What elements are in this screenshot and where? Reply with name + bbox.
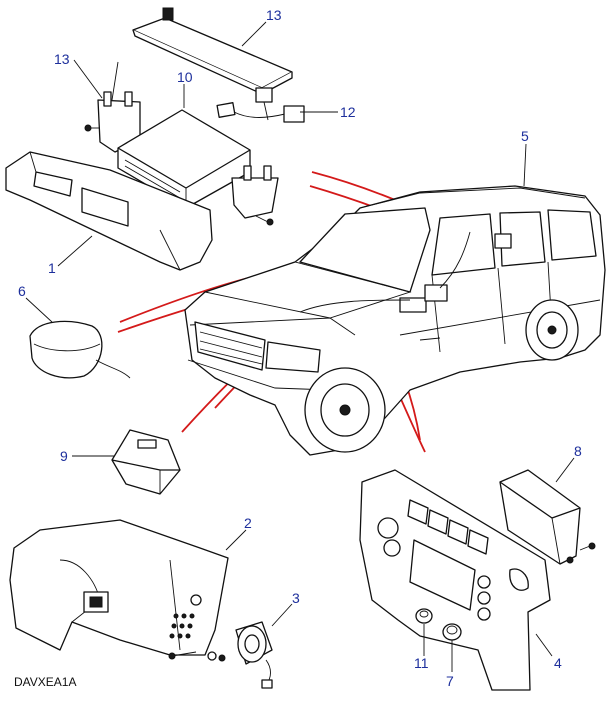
part-3-speaker [235,621,273,689]
part-6-antenna [29,320,131,379]
drawing-code: DAVXEA1A [14,675,76,689]
module-right-bracket [231,165,279,226]
leader-lines [25,21,575,672]
callout-12: 12 [340,104,356,120]
part-10-module [117,109,251,209]
callouts: 13 13 10 12 5 1 6 9 2 3 8 4 7 11 [18,7,582,689]
callout-11: 11 [414,655,429,671]
part-12-connector-harness [216,87,305,123]
callout-6: 6 [18,283,26,299]
part-7-knob [442,623,462,641]
callout-7: 7 [446,673,454,689]
part-8-module-box [499,469,596,565]
callout-8: 8 [574,443,582,459]
callout-10: 10 [177,69,193,85]
part-1-housing [5,151,213,271]
callout-13-top: 13 [266,7,282,23]
callout-13-left: 13 [54,51,70,67]
callout-2: 2 [244,515,252,531]
part-11-knob [415,608,433,624]
part-4-fascia-panel [359,469,551,691]
vehicle-illustration [184,185,606,456]
callout-9: 9 [60,448,68,464]
callout-5: 5 [521,128,529,144]
part-9-small-module [111,429,181,495]
part-13-left-bracket [84,61,141,153]
callout-4: 4 [554,655,562,671]
callout-1: 1 [48,260,56,276]
part-2-trim-panel [9,519,229,662]
callout-3: 3 [292,590,300,606]
part-13-top-plate [132,7,293,95]
